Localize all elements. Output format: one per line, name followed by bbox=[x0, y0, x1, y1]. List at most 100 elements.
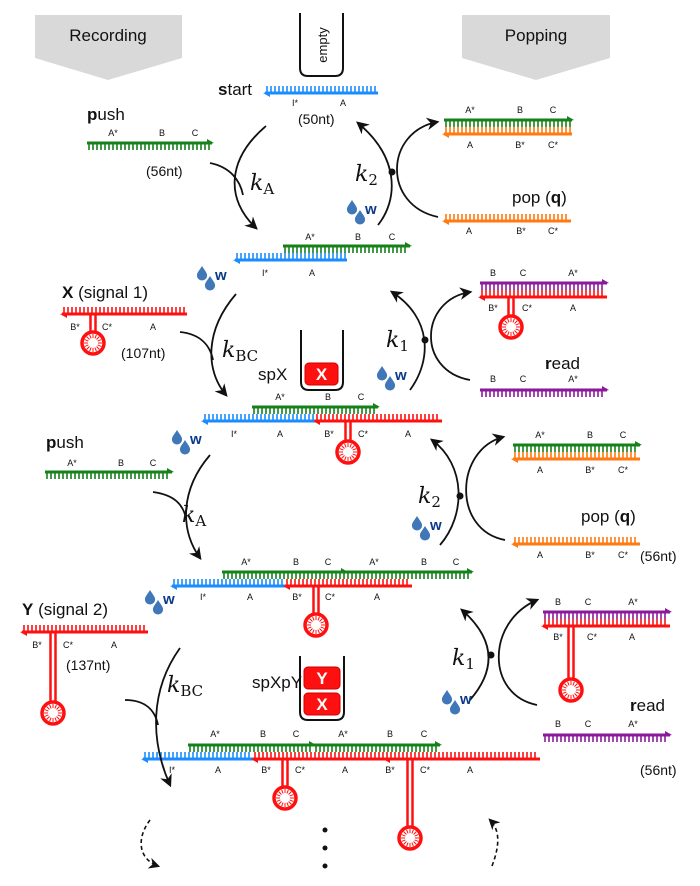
waste-label: w bbox=[364, 201, 377, 218]
reaction-junction-dot bbox=[421, 336, 429, 344]
domain-label: A bbox=[150, 322, 156, 332]
species-name-x_signal: X (signal 1) bbox=[62, 283, 148, 302]
strand-3prime-arrow bbox=[383, 757, 390, 763]
domain-label: A bbox=[309, 268, 315, 278]
signal-x-box bbox=[304, 362, 339, 386]
domain-label: B* bbox=[553, 632, 563, 642]
domain-label: B* bbox=[324, 429, 334, 439]
domain-label: I* bbox=[169, 765, 176, 775]
domain-label: B* bbox=[516, 226, 526, 236]
strand-3prime-arrow bbox=[141, 757, 148, 763]
loop-tick bbox=[349, 443, 352, 448]
loop-tick bbox=[515, 323, 520, 326]
strand-3prime-arrow bbox=[435, 741, 442, 747]
domain-label: A* bbox=[369, 557, 379, 567]
ellipsis-dot bbox=[322, 827, 328, 833]
domain-label: C* bbox=[102, 322, 112, 332]
loop-tick bbox=[352, 448, 357, 451]
species-name-read_1: read bbox=[545, 354, 580, 373]
species-name-part: Y bbox=[22, 600, 34, 619]
waste-label: w bbox=[429, 517, 442, 534]
loop-tick bbox=[309, 618, 313, 622]
domain-label: I* bbox=[262, 268, 269, 278]
read-strand bbox=[543, 731, 672, 742]
rate-constant-kBC-2: kBC bbox=[167, 673, 203, 700]
loop-tick bbox=[564, 683, 568, 687]
reaction-arrow bbox=[430, 287, 473, 381]
tube-spX bbox=[300, 330, 344, 391]
domain-label: A* bbox=[210, 729, 220, 739]
loop-tick bbox=[339, 453, 344, 456]
species-name-pop_2: pop (q) bbox=[581, 507, 636, 526]
strand-3prime-arrow bbox=[233, 258, 240, 264]
rate-constant-kA-2: kA bbox=[182, 503, 206, 530]
species-name-part: r bbox=[630, 696, 637, 715]
loop-tick bbox=[46, 716, 50, 720]
water-drop-icon bbox=[346, 200, 358, 215]
complex4-y bbox=[383, 752, 540, 763]
waste-label: w bbox=[214, 267, 227, 284]
complex3-push bbox=[346, 568, 474, 579]
read-strand bbox=[480, 386, 609, 397]
strand-length: (56nt) bbox=[146, 163, 183, 179]
domain-label: B bbox=[587, 430, 593, 440]
domain-label: A bbox=[342, 765, 348, 775]
strand-3prime-arrow bbox=[170, 584, 177, 590]
strand-length: (137nt) bbox=[66, 657, 110, 673]
rate-subscript: A bbox=[194, 512, 206, 530]
loop-tick bbox=[514, 330, 518, 334]
hairpin-loop bbox=[335, 421, 361, 465]
domain-label: B bbox=[517, 105, 523, 115]
loop-tick bbox=[281, 789, 284, 794]
loop-tick bbox=[401, 834, 406, 837]
domain-label: B* bbox=[292, 592, 302, 602]
domain-label: C bbox=[585, 597, 592, 607]
species-name-part: ead bbox=[637, 696, 665, 715]
complex2-start bbox=[201, 414, 315, 425]
loop-tick bbox=[564, 693, 568, 697]
ellipsis-dot bbox=[322, 863, 328, 869]
loop-tick bbox=[286, 802, 289, 807]
strand-3prime-arrow bbox=[442, 219, 449, 225]
loop-tick bbox=[54, 704, 57, 709]
strand-3prime-arrow bbox=[201, 419, 208, 425]
domain-label: I* bbox=[231, 429, 238, 439]
strand-3prime-arrow bbox=[263, 91, 270, 97]
loop-tick bbox=[57, 709, 62, 712]
stack-label-spX: spX bbox=[258, 365, 287, 384]
waste-indicator: w bbox=[376, 366, 407, 391]
rate-symbol: k bbox=[452, 646, 465, 671]
loop-tick bbox=[572, 681, 575, 686]
strand-3prime-arrow bbox=[207, 139, 214, 145]
read-product-bottom bbox=[478, 290, 607, 301]
loop-tick bbox=[286, 789, 289, 794]
loop-tick bbox=[403, 831, 407, 835]
loop-tick bbox=[312, 629, 315, 634]
hairpin-loop bbox=[303, 586, 329, 638]
reaction-arrow bbox=[429, 438, 460, 546]
strand-3prime-arrow bbox=[635, 441, 642, 447]
loop-tick bbox=[562, 691, 567, 694]
water-drop-icon bbox=[196, 266, 208, 281]
domain-label: A bbox=[537, 465, 543, 475]
domain-label: A* bbox=[568, 268, 578, 278]
reaction-arrow bbox=[210, 293, 237, 397]
domain-label: C* bbox=[358, 429, 368, 439]
complex3-push bbox=[222, 568, 348, 579]
reaction-arrow bbox=[465, 433, 506, 541]
loop-tick bbox=[84, 344, 89, 347]
strand-3prime-arrow bbox=[405, 242, 412, 248]
loop-tick bbox=[341, 445, 345, 449]
loop-tick bbox=[320, 626, 325, 629]
read-product-bottom bbox=[541, 619, 670, 630]
loop-tick bbox=[320, 621, 325, 624]
species-name-y_signal: Y (signal 2) bbox=[22, 600, 108, 619]
domain-label: C bbox=[389, 232, 396, 242]
stack-label-spXpY: spXpY bbox=[252, 673, 302, 692]
signal-x-box bbox=[303, 692, 341, 716]
rate-constant-k1-2: k1 bbox=[452, 646, 475, 673]
loop-tick bbox=[288, 791, 292, 795]
reactant-merge-line bbox=[152, 491, 187, 519]
water-drop-icon bbox=[204, 276, 216, 291]
loop-tick bbox=[512, 318, 515, 323]
